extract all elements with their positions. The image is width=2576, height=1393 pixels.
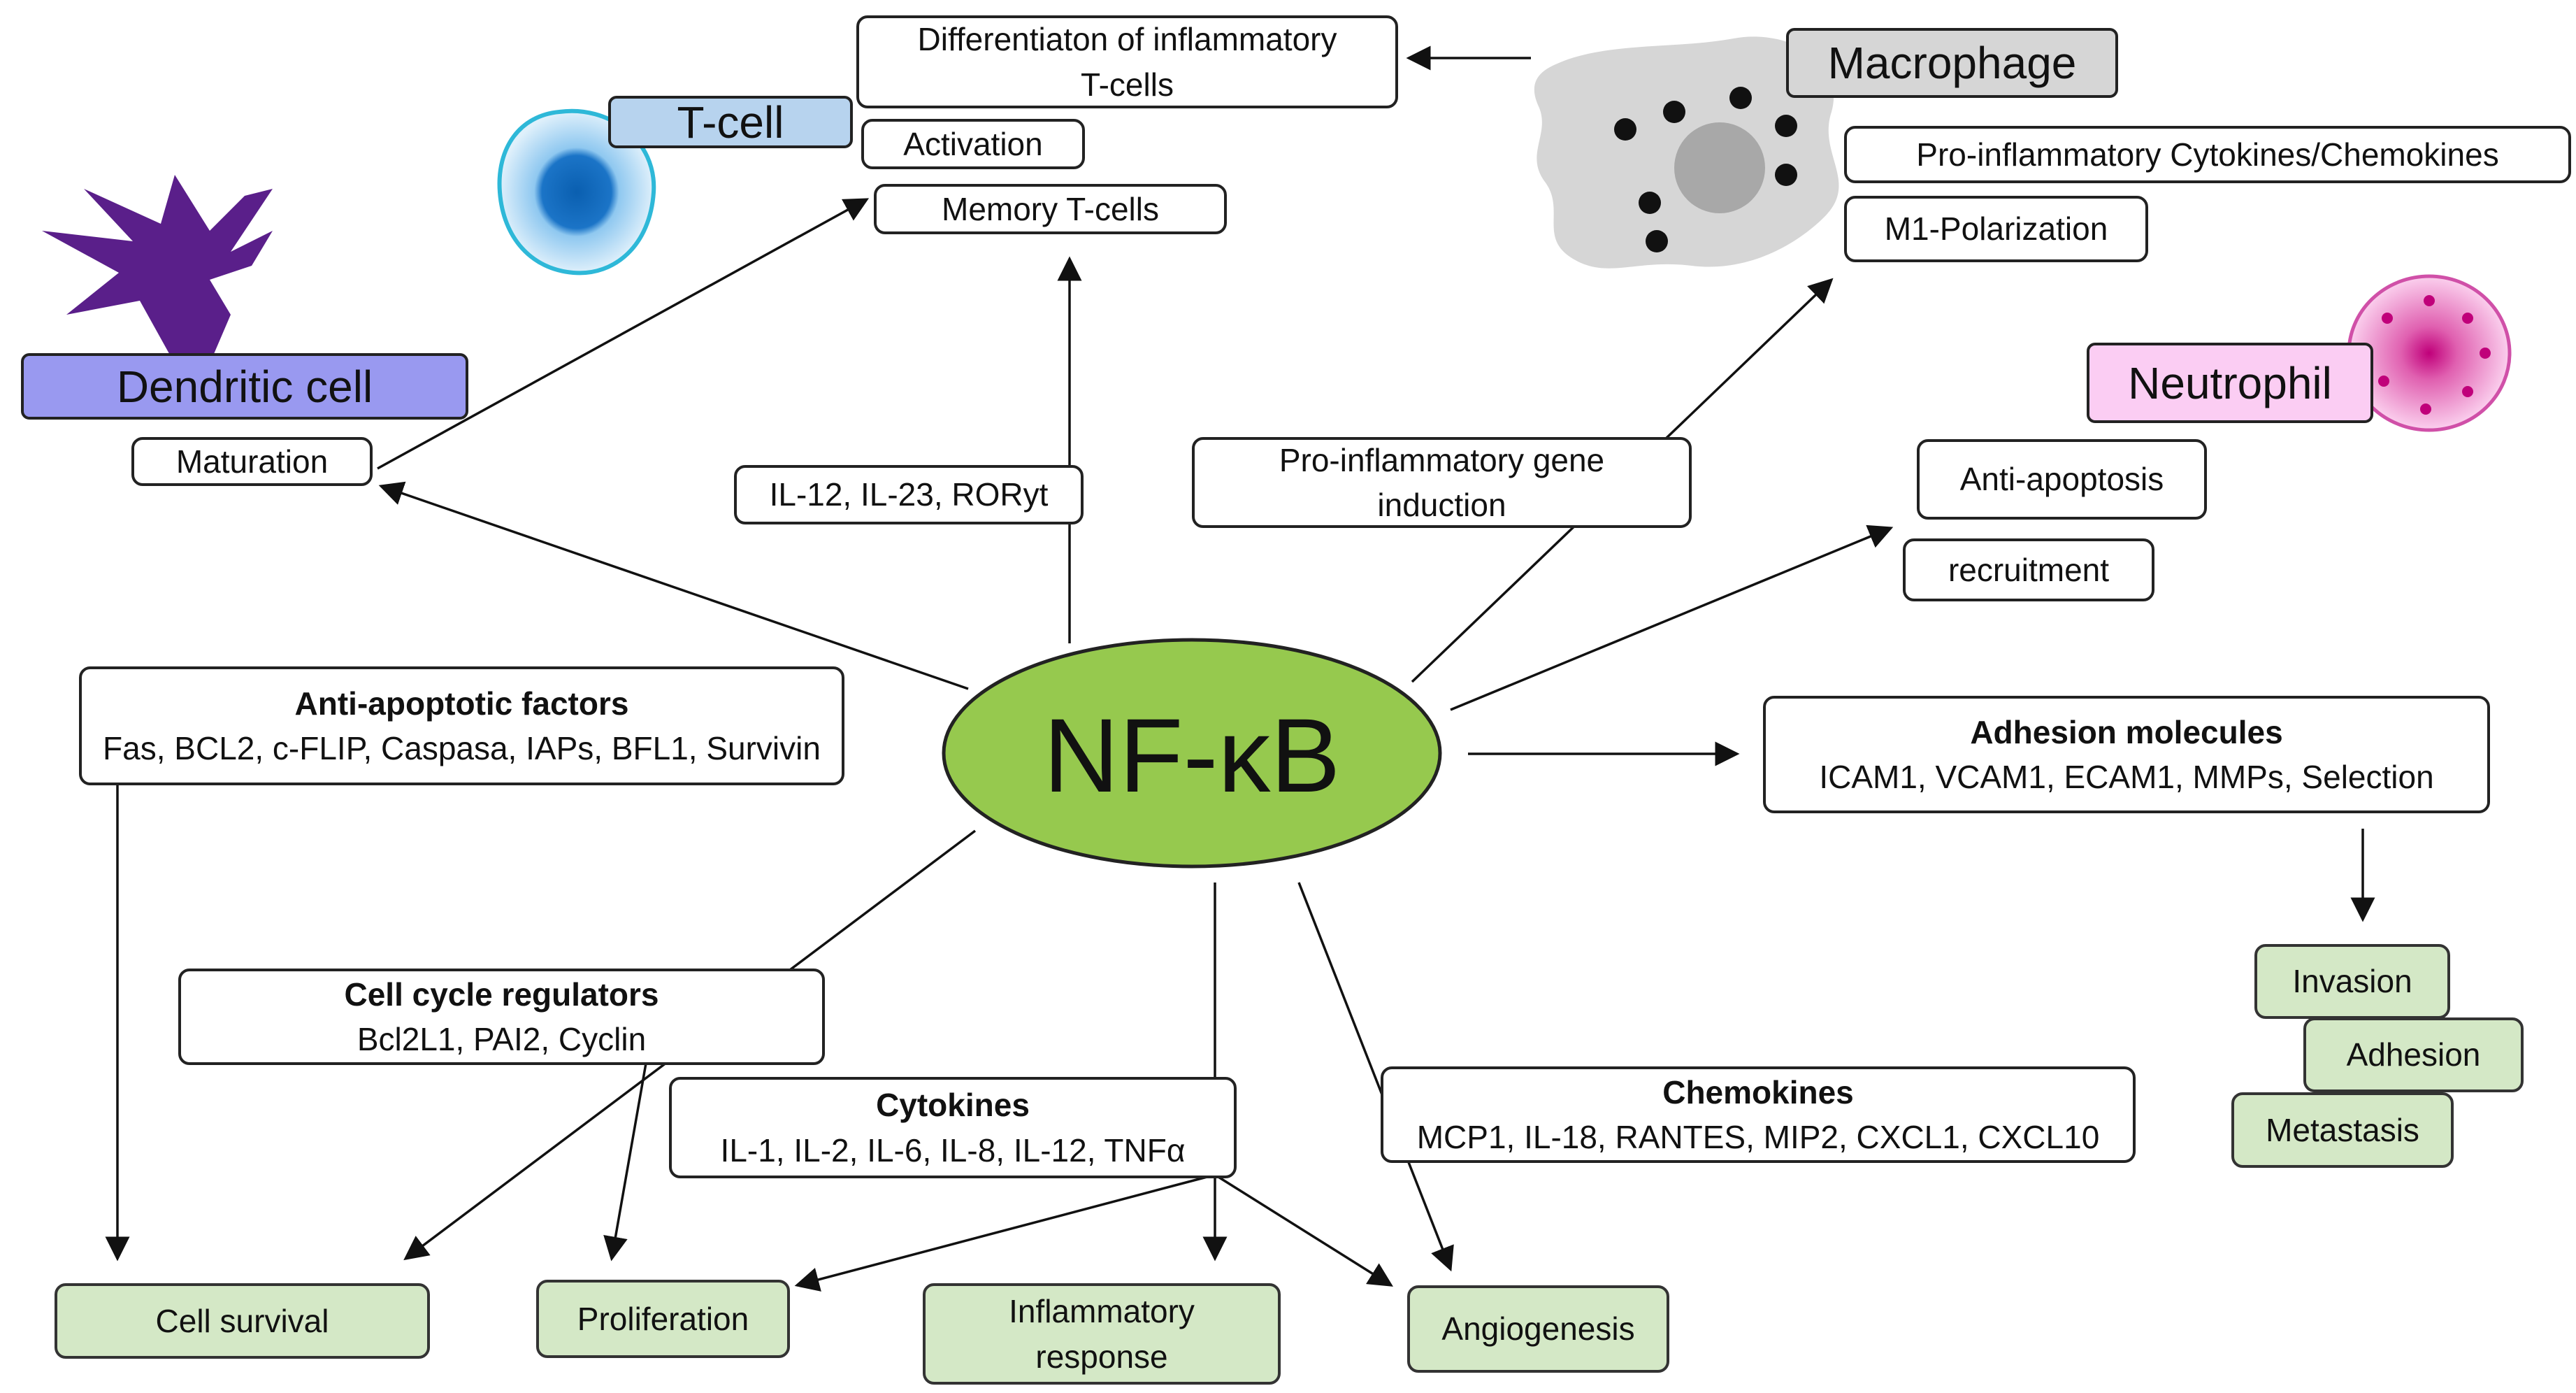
cell-cycle-regulators-title: Cell cycle regulators — [344, 976, 659, 1013]
dendritic-cell-text: Dendritic cell — [116, 361, 373, 412]
cytokines-title: Cytokines — [876, 1087, 1030, 1124]
anti-apoptotic-factors-title: Anti-apoptotic factors — [294, 685, 629, 722]
memory-t-cells-text: Memory T-cells — [942, 190, 1159, 227]
adhesion-outcome-box: Adhesion — [2303, 1017, 2524, 1092]
arrow-cytokines-to-proliferation — [794, 1173, 1216, 1292]
differentiation-box: Differentiaton of inflammatory T-cells — [856, 15, 1398, 108]
neutrophil-label: Neutrophil — [2087, 343, 2373, 423]
proliferation-text: Proliferation — [577, 1300, 749, 1337]
invasion-box: Invasion — [2254, 944, 2450, 1019]
memory-t-cells-box: Memory T-cells — [874, 184, 1227, 234]
activation-box: Activation — [861, 119, 1085, 169]
angiogenesis-text: Angiogenesis — [1441, 1310, 1635, 1348]
adhesion-molecules-title: Adhesion molecules — [1970, 713, 2283, 750]
arrow-cytokines-to-angiogenesis — [1214, 1173, 1393, 1287]
angiogenesis-box: Angiogenesis — [1407, 1285, 1669, 1373]
chemokines-box: Chemokines MCP1, IL-18, RANTES, MIP2, CX… — [1381, 1066, 2136, 1163]
proinflammatory-gene-box: Pro-inflammatory gene induction — [1192, 437, 1692, 528]
dendritic-cell-image — [42, 175, 273, 364]
maturation-text: Maturation — [175, 443, 329, 480]
chemokines-title: Chemokines — [1662, 1073, 1854, 1110]
invasion-text: Invasion — [2292, 963, 2412, 1000]
anti-apoptosis-box: Anti-apoptosis — [1917, 439, 2207, 520]
cell-cycle-regulators-list: Bcl2L1, PAI2, Cyclin — [357, 1021, 647, 1057]
macrophage-label: Macrophage — [1786, 28, 2118, 98]
neutrophil-text: Neutrophil — [2128, 357, 2332, 408]
t-cell-label: T-cell — [608, 96, 853, 148]
il12-text: IL-12, IL-23, RORyt — [769, 476, 1049, 513]
arrow-cellcycle-to-proliferation — [603, 1059, 648, 1262]
macrophage-image — [1534, 36, 1839, 269]
adhesion-molecules-list: ICAM1, VCAM1, ECAM1, MMPs, Selection — [1819, 759, 2434, 795]
anti-apoptotic-factors-box: Anti-apoptotic factors Fas, BCL2, c-FLIP… — [79, 666, 844, 785]
dendritic-cell-label: Dendritic cell — [21, 353, 468, 420]
m1-polarization-box: M1-Polarization — [1844, 196, 2148, 262]
arrow-nfkb-to-neutrophil — [1450, 524, 1894, 711]
metastasis-text: Metastasis — [2266, 1111, 2419, 1148]
inflammatory-response-box: Inflammatory response — [923, 1283, 1281, 1385]
adhesion-molecules-box: Adhesion molecules ICAM1, VCAM1, ECAM1, … — [1763, 696, 2490, 813]
inflammatory-response-line2: response — [1035, 1338, 1168, 1375]
adhesion-outcome-text: Adhesion — [2346, 1036, 2481, 1073]
inflammatory-response-line1: Inflammatory — [1009, 1293, 1195, 1330]
metastasis-box: Metastasis — [2231, 1092, 2454, 1168]
cell-cycle-regulators-box: Cell cycle regulators Bcl2L1, PAI2, Cycl… — [178, 969, 825, 1065]
anti-apoptotic-factors-list: Fas, BCL2, c-FLIP, Caspasa, IAPs, BFL1, … — [103, 730, 821, 766]
cytokines-box: Cytokines IL-1, IL-2, IL-6, IL-8, IL-12,… — [669, 1077, 1237, 1178]
arrow-maturation-to-memory — [377, 198, 870, 470]
m1-polarization-text: M1-Polarization — [1884, 210, 2108, 248]
recruitment-text: recruitment — [1948, 551, 2110, 588]
anti-apoptosis-text: Anti-apoptosis — [1959, 461, 2164, 498]
maturation-box: Maturation — [131, 437, 373, 486]
nfkb-ellipse — [942, 638, 1442, 869]
activation-text: Activation — [903, 125, 1043, 162]
cell-survival-box: Cell survival — [55, 1283, 430, 1359]
differentiation-text-line2: T-cells — [1081, 66, 1174, 103]
differentiation-text-line1: Differentiaton of inflammatory — [917, 21, 1337, 58]
recruitment-box: recruitment — [1903, 538, 2154, 601]
arrow-nfkb-to-angiogenesis — [1297, 882, 1454, 1272]
macrophage-text: Macrophage — [1827, 38, 2077, 88]
nfkb-label: NF-κB — [1043, 696, 1341, 814]
cytokines-list: IL-1, IL-2, IL-6, IL-8, IL-12, TNFα — [720, 1131, 1186, 1169]
proinflammatory-cytokines-box: Pro-inflammatory Cytokines/Chemokines — [1844, 126, 2571, 183]
arrow-nfkb-to-maturation — [378, 481, 969, 690]
cell-survival-text: Cell survival — [155, 1302, 329, 1339]
proinflammatory-gene-line2: induction — [1377, 487, 1506, 523]
t-cell-text: T-cell — [677, 97, 784, 148]
chemokines-list: MCP1, IL-18, RANTES, MIP2, CXCL1, CXCL10 — [1416, 1119, 2100, 1155]
proinflammatory-gene-line1: Pro-inflammatory gene — [1279, 441, 1605, 478]
proinflammatory-cytokines-text: Pro-inflammatory Cytokines/Chemokines — [1916, 136, 2499, 173]
proliferation-box: Proliferation — [536, 1280, 790, 1358]
il12-box: IL-12, IL-23, RORyt — [734, 465, 1084, 524]
